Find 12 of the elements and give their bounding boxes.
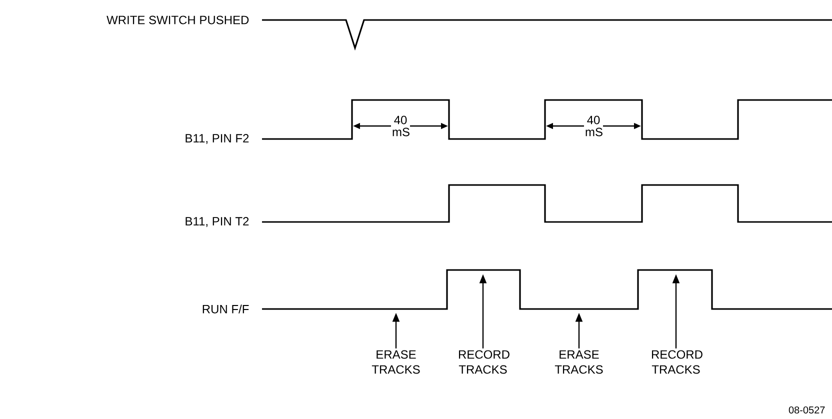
callout-text: RECORD TRACKS bbox=[652, 350, 702, 374]
figure-number: 08-0527 bbox=[788, 406, 825, 414]
signal-name: B11, PIN T2 bbox=[186, 217, 249, 227]
dimension-label: 40 mS bbox=[391, 114, 410, 138]
signal-name: B11, PIN F2 bbox=[186, 134, 249, 144]
callout-text: ERASE TRACKS bbox=[554, 350, 603, 374]
callout-text: ERASE TRACKS bbox=[372, 350, 420, 374]
waveform bbox=[262, 269, 832, 310]
signal-name: RUN F/F bbox=[202, 304, 249, 314]
signal-name: WRITE SWITCH PUSHED bbox=[106, 16, 249, 24]
callout-text: RECORD TRACKS bbox=[458, 350, 510, 374]
dimension-label: 40 mS bbox=[584, 114, 603, 138]
